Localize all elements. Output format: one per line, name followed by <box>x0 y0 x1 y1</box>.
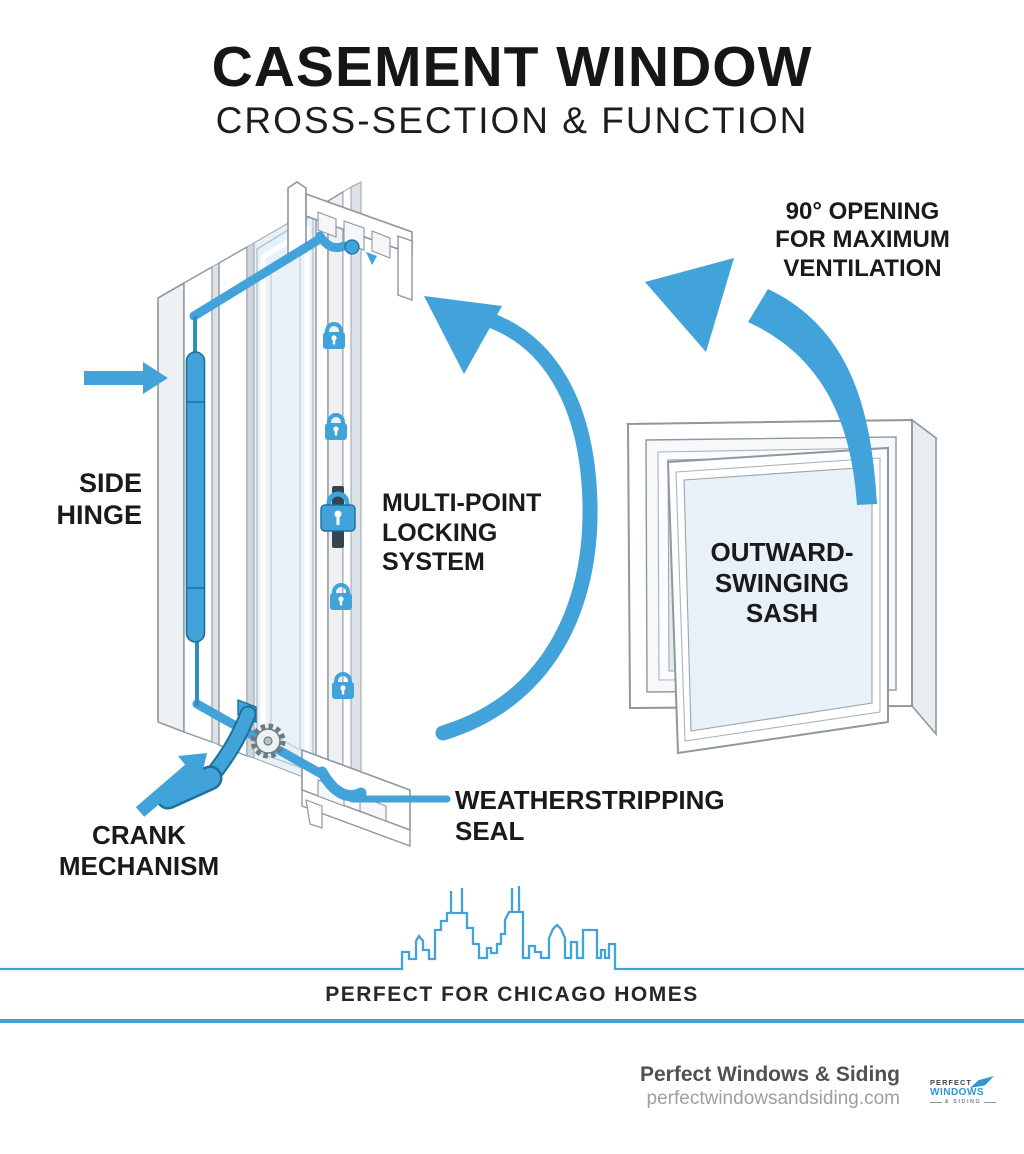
label-multi-point-locking: MULTI-POINT LOCKING SYSTEM <box>382 489 542 576</box>
frame-groove <box>211 262 220 746</box>
label-outward-swinging-sash: OUTWARD-SWINGING SASH <box>710 537 854 629</box>
label-weatherstripping-seal: WEATHERSTRIPPING SEAL <box>455 785 725 846</box>
logo-text-windows: WINDOWS <box>930 1086 985 1098</box>
label-side-hinge: SIDE HINGE <box>56 468 142 530</box>
outer-frame-face <box>157 281 185 734</box>
open-window-illustration <box>625 418 939 755</box>
head-seal-blob <box>344 239 360 255</box>
sash-groove <box>246 242 255 759</box>
main-window-illustration <box>155 181 413 848</box>
divider-line <box>0 1019 1024 1023</box>
tagline: PERFECT FOR CHICAGO HOMES <box>325 983 699 1006</box>
lock-icon-main <box>320 486 356 548</box>
lock-icon <box>325 413 347 440</box>
crank-arrow-icon <box>135 753 207 817</box>
side-hinge-graphic <box>185 316 206 706</box>
label-crank-mechanism: CRANK MECHANISM <box>58 820 220 881</box>
logo-rule-right <box>984 1101 997 1103</box>
frame-depth-right <box>911 418 937 737</box>
lock-icon <box>332 672 354 699</box>
rail-edge <box>342 186 352 796</box>
company-logo: PERFECT WINDOWS & SIDING <box>930 1076 997 1112</box>
head-profile <box>287 181 413 301</box>
willis-antennas <box>449 888 464 913</box>
page-subtitle: CROSS-SECTION & FUNCTION <box>215 100 809 141</box>
opening-arrow-icon <box>645 258 877 505</box>
sash-frame-face <box>218 245 248 758</box>
chicago-skyline-icon <box>0 886 1024 971</box>
rail-outer-edge <box>350 181 362 800</box>
swing-arrow-icon <box>424 296 598 741</box>
footer: Perfect Windows & Siding perfectwindowsa… <box>500 1062 900 1111</box>
logo-rule-left <box>930 1101 942 1103</box>
page-title: CASEMENT WINDOW <box>211 35 813 99</box>
footer-brand-name: Perfect Windows & Siding <box>640 1063 900 1086</box>
hancock-antennas <box>510 886 521 912</box>
label-90-degree-opening: 90° OPENING FOR MAXIMUM VENTILATION <box>775 198 950 282</box>
sash-inner-line <box>675 457 881 742</box>
lock-icon <box>323 322 345 349</box>
logo-text-perfect: PERFECT <box>930 1078 973 1087</box>
gear-icon <box>250 723 286 759</box>
lock-icon <box>330 583 352 610</box>
side-hinge-arrow-icon <box>84 362 168 394</box>
head-seal-wedge <box>366 252 377 265</box>
sash-edge <box>315 199 329 787</box>
logo-text-siding: & SIDING <box>944 1098 982 1105</box>
sash-glass <box>683 466 873 732</box>
crank-graphic <box>155 698 286 810</box>
footer-website: perfectwindowsandsiding.com <box>646 1088 900 1110</box>
